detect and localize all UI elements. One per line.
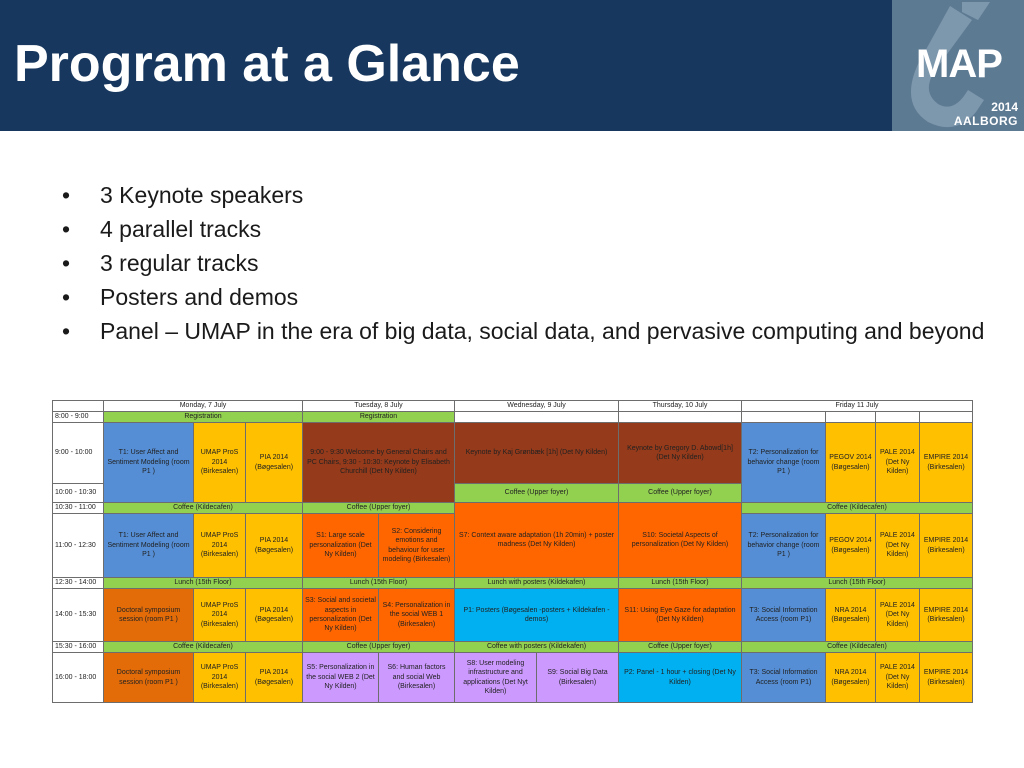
session-t2-morning: T2: Personalization for behavior change … (741, 422, 826, 503)
session-pia: PIA 2014 (Bøgesalen) (245, 588, 303, 642)
time-slot: 16:00 - 18:00 (52, 652, 104, 703)
session-s5: S5: Personalization in the social WEB 2 … (302, 652, 379, 703)
bullet-item: 4 parallel tracks (62, 216, 992, 243)
session-keynote-wednesday: Keynote by Kaj Grønbæk [1h] (Det Ny Kild… (454, 422, 619, 484)
session-keynote-thursday: Keynote by Gregory D. Abowd[1h] (Det Ny … (618, 422, 742, 484)
session-t1-morning: T1: User Affect and Sentiment Modeling (… (103, 422, 194, 503)
session-pale: PALE 2014 (Det Ny Kilden) (875, 652, 920, 703)
session-pia: PIA 2014 (Bøgesalen) (245, 422, 303, 503)
bullet-item: Posters and demos (62, 284, 992, 311)
session-pegov: PEGOV 2014 (Bøgesalen) (825, 422, 876, 503)
schedule-table: Monday, 7 July Tuesday, 8 July Wednesday… (52, 400, 973, 703)
bullet-item: 3 regular tracks (62, 250, 992, 277)
session-s3: S3: Social and societal aspects in perso… (302, 588, 379, 642)
session-nra: NRA 2014 (Bøgesalen) (825, 652, 876, 703)
session-t1-midday: T1: User Affect and Sentiment Modeling (… (103, 513, 194, 578)
session-empire: EMPIRE 2014 (Birkesalen) (919, 588, 973, 642)
coffee-thursday: Coffee (Upper foyer) (618, 483, 742, 503)
bullet-item: Panel – UMAP in the era of big data, soc… (62, 318, 992, 345)
session-t3: T3: Social Information Access (room P1) (741, 588, 826, 642)
slide-title: Program at a Glance (14, 35, 520, 93)
wednesday-late-split: S8: User modeling infrastructure and app… (454, 652, 619, 703)
umap-logo: MAP 2014 AALBORG (892, 0, 1024, 131)
time-slot: 10:00 - 10:30 (52, 483, 104, 503)
session-s9: S9: Social Big Data (Birkesalen) (536, 652, 619, 703)
session-pale: PALE 2014 (Det Ny Kilden) (875, 513, 920, 578)
session-pia: PIA 2014 (Bøgesalen) (245, 652, 303, 703)
session-pale: PALE 2014 (Det Ny Kilden) (875, 422, 920, 503)
session-s1: S1: Large scale personalization (Det Ny … (302, 513, 379, 578)
logo-city: AALBORG (953, 114, 1018, 128)
session-pale: PALE 2014 (Det Ny Kilden) (875, 588, 920, 642)
time-slot: 9:00 - 10:00 (52, 422, 104, 484)
bullet-list: 3 Keynote speakers 4 parallel tracks 3 r… (62, 182, 992, 352)
session-p1-posters: P1: Posters (Bøgesalen -posters + Kildek… (454, 588, 619, 642)
session-doctoral-symposium: Doctoral symposium session (room P1 ) (103, 588, 194, 642)
session-pegov: PEGOV 2014 (Bøgesalen) (825, 513, 876, 578)
logo-wordmark: MAP (916, 42, 1003, 86)
session-umap-pros: UMAP ProS 2014 (Birkesalen) (193, 652, 246, 703)
session-umap-pros: UMAP ProS 2014 (Birkesalen) (193, 513, 246, 578)
umap-u-logo-icon (910, 2, 990, 128)
session-s6: S6: Human factors and social Web (Birkes… (378, 652, 455, 703)
session-empire: EMPIRE 2014 (Birkesalen) (919, 513, 973, 578)
session-welcome-keynote: 9:00 - 9:30 Welcome by General Chairs an… (302, 422, 455, 503)
session-doctoral-symposium: Doctoral symposium session (room P1 ) (103, 652, 194, 703)
session-p2-panel: P2: Panel - 1 hour + closing (Det Ny Kil… (618, 652, 742, 703)
session-t3: T3: Social Information Access (room P1) (741, 652, 826, 703)
session-nra: NRA 2014 (Bøgesalen) (825, 588, 876, 642)
session-umap-pros: UMAP ProS 2014 (Birkesalen) (193, 588, 246, 642)
session-t2-midday: T2: Personalization for behavior change … (741, 513, 826, 578)
session-s8: S8: User modeling infrastructure and app… (454, 652, 537, 703)
session-s4: S4: Personalization in the social WEB 1 … (378, 588, 455, 642)
session-s11: S11: Using Eye Gaze for adaptation (Det … (618, 588, 742, 642)
session-pia: PIA 2014 (Bøgesalen) (245, 513, 303, 578)
title-bar: Program at a Glance (0, 0, 892, 131)
coffee-wednesday: Coffee (Upper foyer) (454, 483, 619, 503)
logo-year: 2014 (991, 100, 1018, 114)
time-slot: 14:00 - 15:30 (52, 588, 104, 642)
session-s10: S10: Societal Aspects of personalization… (618, 502, 742, 578)
session-empire: EMPIRE 2014 (Birkesalen) (919, 422, 973, 503)
session-s2: S2: Considering emotions and behaviour f… (378, 513, 455, 578)
session-umap-pros: UMAP ProS 2014 (Birkesalen) (193, 422, 246, 503)
session-empire: EMPIRE 2014 (Birkesalen) (919, 652, 973, 703)
bullet-item: 3 Keynote speakers (62, 182, 992, 209)
session-s7: S7: Context aware adaptation (1h 20min) … (454, 502, 619, 578)
time-slot: 11:00 - 12:30 (52, 513, 104, 578)
